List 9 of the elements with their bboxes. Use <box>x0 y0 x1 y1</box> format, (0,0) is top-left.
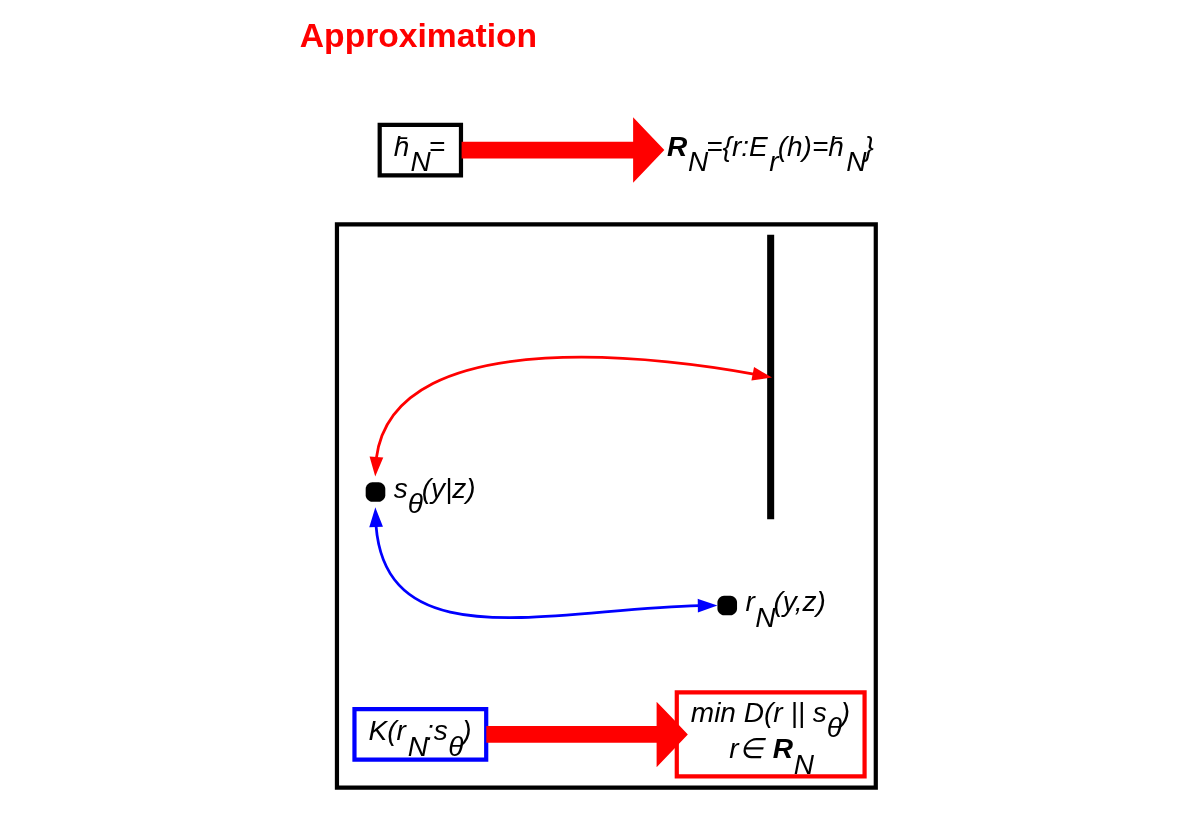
cluster <box>334 222 878 790</box>
label: Approximation <box>299 16 538 54</box>
node-circle <box>365 482 386 502</box>
arrow <box>369 355 772 477</box>
node-circle <box>717 595 738 616</box>
node-bar <box>767 234 775 520</box>
arrow <box>486 701 688 768</box>
arrow <box>461 117 665 183</box>
arrow <box>369 507 718 619</box>
